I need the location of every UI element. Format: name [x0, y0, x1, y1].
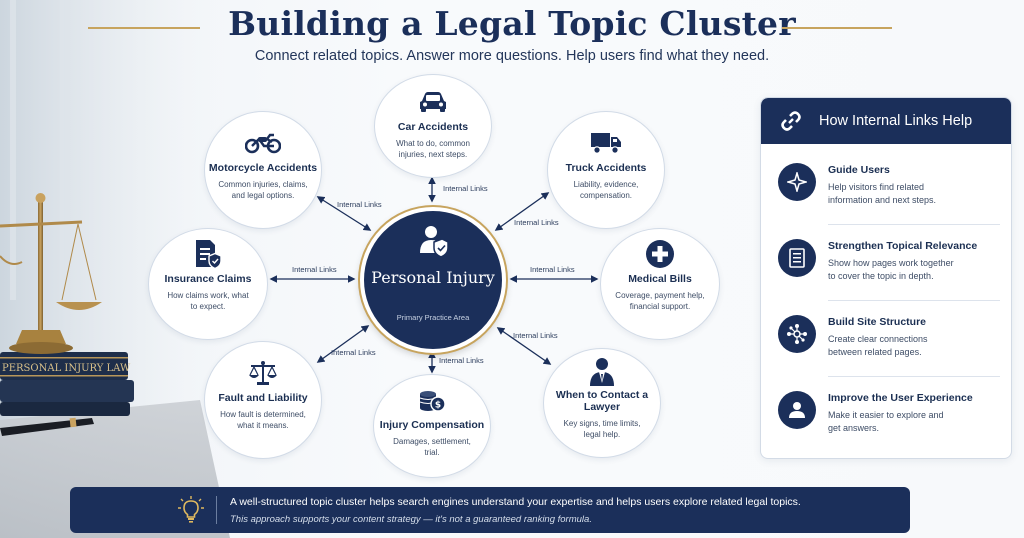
hub-subtitle: Primary Practice Area: [396, 313, 470, 322]
node-title: Car Accidents: [397, 121, 469, 133]
node-injury-compensation[interactable]: $ Injury Compensation Damages, settlemen…: [373, 374, 491, 478]
user-icon: [778, 391, 816, 429]
link-label-motorcycle: Internal Links: [337, 200, 382, 209]
banner-note-text: This approach supports your content stra…: [230, 514, 592, 525]
panel-item-desc: Make it easier to explore and get answer…: [828, 410, 944, 433]
link-icon: [781, 111, 801, 131]
node-title: Motorcycle Accidents: [208, 162, 318, 174]
panel-item-user-experience: Improve the User Experience Make it easi…: [761, 378, 1011, 454]
banner-divider: [216, 496, 217, 524]
node-desc: How fault is determined, what it means.: [220, 410, 306, 430]
panel-item-title: Build Site Structure: [828, 316, 927, 328]
truck-icon: [590, 130, 622, 156]
node-title: Fault and Liability: [218, 392, 308, 404]
lawyer-icon: [588, 358, 616, 386]
panel-item-title: Improve the User Experience: [828, 392, 973, 404]
panel-item-site-structure: Build Site Structure Create clear connec…: [761, 302, 1011, 378]
link-label-car: Internal Links: [443, 184, 488, 193]
panel-item-desc: Help visitors find related information a…: [828, 182, 937, 205]
node-desc: How claims work, what to expect.: [167, 291, 249, 311]
node-title: Truck Accidents: [565, 162, 647, 174]
panel-item-desc: Create clear connections between related…: [828, 334, 928, 357]
panel-item-desc: Show how pages work together to cover th…: [828, 258, 954, 281]
coins-icon: $: [418, 387, 446, 413]
page-title: Building a Legal Topic Cluster: [228, 4, 796, 43]
link-label-fault: Internal Links: [331, 348, 376, 357]
divider: [828, 224, 1000, 225]
node-desc: Common injuries, claims, and legal optio…: [218, 180, 308, 200]
node-medical-bills[interactable]: Medical Bills Coverage, payment help, fi…: [600, 228, 720, 340]
node-desc: Damages, settlement, trial.: [393, 437, 471, 457]
panel-title: How Internal Links Help: [819, 113, 973, 129]
link-label-insurance: Internal Links: [292, 265, 337, 274]
page-subtitle: Connect related topics. Answer more ques…: [254, 48, 770, 64]
panel-item-topical-relevance: Strengthen Topical Relevance Show how pa…: [761, 226, 1011, 302]
compass-icon: [778, 163, 816, 201]
link-label-truck: Internal Links: [514, 218, 559, 227]
node-truck-accidents[interactable]: Truck Accidents Liability, evidence, com…: [547, 111, 665, 229]
lightbulb-icon: [178, 496, 204, 523]
node-when-to-contact-a-lawyer[interactable]: When to Contact a Lawyer Key signs, time…: [543, 348, 661, 458]
node-title: When to Contact a Lawyer: [555, 389, 649, 413]
hub-title: Personal Injury: [371, 268, 495, 287]
node-desc: Key signs, time limits, legal help.: [563, 419, 641, 439]
node-desc: What to do, common injuries, next steps.: [396, 139, 470, 159]
title-rule-right: [782, 27, 892, 29]
link-label-compensation: Internal Links: [439, 356, 484, 365]
node-insurance-claims[interactable]: Insurance Claims How claims work, what t…: [148, 228, 268, 340]
hub-personal-injury[interactable]: Personal Injury Primary Practice Area: [360, 207, 506, 353]
link-label-lawyer: Internal Links: [513, 331, 558, 340]
svg-text:$: $: [435, 401, 441, 411]
network-icon: [778, 315, 816, 353]
book-spine-text: PERSONAL INJURY LAW: [2, 363, 131, 374]
banner-main-text: A well-structured topic cluster helps se…: [230, 496, 801, 508]
person-shield-icon: [420, 226, 448, 257]
bottom-banner: A well-structured topic cluster helps se…: [70, 487, 910, 533]
divider: [828, 300, 1000, 301]
medical-cross-icon: [645, 240, 675, 268]
divider: [828, 376, 1000, 377]
node-desc: Liability, evidence, compensation.: [573, 180, 639, 200]
document-icon: [778, 239, 816, 277]
panel-header: How Internal Links Help: [761, 98, 1011, 144]
panel-item-guide-users: Guide Users Help visitors find related i…: [761, 150, 1011, 226]
node-motorcycle-accidents[interactable]: Motorcycle Accidents Common injuries, cl…: [204, 111, 322, 229]
motorcycle-icon: [245, 130, 281, 156]
node-fault-and-liability[interactable]: Fault and Liability How fault is determi…: [204, 341, 322, 459]
node-car-accidents[interactable]: Car Accidents What to do, common injurie…: [374, 74, 492, 178]
document-shield-icon: [194, 240, 222, 269]
scales-icon: [248, 360, 278, 386]
car-icon: [418, 89, 448, 115]
internal-links-help-panel: How Internal Links Help Guide Users Help…: [760, 97, 1012, 459]
panel-item-title: Strengthen Topical Relevance: [828, 240, 978, 252]
node-title: Insurance Claims: [164, 273, 252, 285]
node-desc: Coverage, payment help, financial suppor…: [615, 291, 705, 311]
node-title: Medical Bills: [628, 273, 692, 285]
node-title: Injury Compensation: [379, 419, 485, 431]
panel-item-title: Guide Users: [828, 164, 890, 176]
link-label-medical: Internal Links: [530, 265, 575, 274]
title-rule-left: [88, 27, 200, 29]
